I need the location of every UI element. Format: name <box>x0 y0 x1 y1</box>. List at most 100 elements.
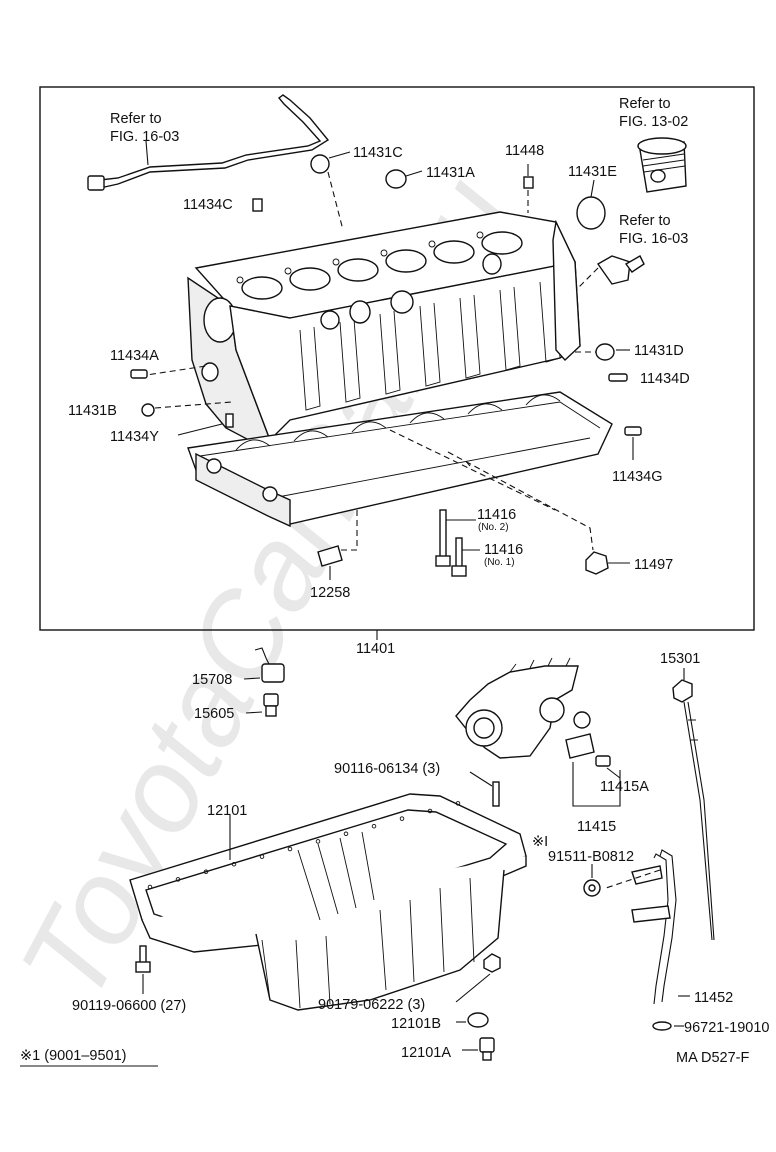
oil-pan <box>129 793 527 1011</box>
bolt-11416-no1[interactable] <box>451 537 480 577</box>
flange-hole <box>231 861 237 867</box>
dipstick-guide[interactable] <box>605 849 690 1031</box>
pin-11434C[interactable] <box>252 198 263 212</box>
label-11452[interactable]: 11452 <box>694 990 733 1006</box>
flange-hole <box>455 801 461 806</box>
ref-fig-13-02[interactable]: Refer to FIG. 13-02 <box>619 96 688 130</box>
svg-text:Refer to: Refer to <box>110 111 162 127</box>
piston <box>637 137 687 193</box>
main-bearing-cap <box>293 430 329 442</box>
label-11431D[interactable]: 11431D <box>634 343 684 359</box>
label-11416-no2[interactable]: 11416 <box>477 507 516 523</box>
pin-11434Y[interactable] <box>177 413 234 436</box>
block-rib <box>379 310 401 395</box>
label-15301[interactable]: 15301 <box>660 651 700 667</box>
flange-hole <box>287 846 293 852</box>
label-91511[interactable]: 91511-B0812 <box>548 849 634 865</box>
plug-11431A[interactable] <box>385 169 423 189</box>
oil-level-sensor[interactable] <box>243 647 285 717</box>
union-11415[interactable] <box>565 733 621 807</box>
label-no2: (No. 2) <box>478 522 509 533</box>
label-12101A[interactable]: 12101A <box>401 1045 451 1061</box>
label-11416-no1[interactable]: 11416 <box>484 542 523 558</box>
svg-text:FIG. 16-03: FIG. 16-03 <box>110 129 179 145</box>
label-11415[interactable]: 11415 <box>577 819 616 835</box>
label-11434Y[interactable]: 11434Y <box>110 429 159 445</box>
drain-plug-12101A[interactable] <box>462 1037 495 1061</box>
ref-fig-16-03-left[interactable]: Refer to FIG. 16-03 <box>110 111 179 145</box>
pin-11434G[interactable] <box>624 426 642 460</box>
pipe-12258[interactable] <box>317 545 343 580</box>
oil-pipe <box>87 94 330 191</box>
cylinder-bore <box>385 249 427 273</box>
label-12101[interactable]: 12101 <box>207 803 247 819</box>
ref-fig-16-03-right[interactable]: Refer to FIG. 16-03 <box>619 213 688 247</box>
label-11434G[interactable]: 11434G <box>612 469 663 485</box>
gasket-12101B[interactable] <box>456 1012 489 1028</box>
label-11415A[interactable]: 11415A <box>600 779 649 795</box>
plug-11431E[interactable] <box>576 179 606 230</box>
flange-hole <box>175 877 181 882</box>
flange-hole <box>399 816 405 821</box>
main-bearing-cap <box>351 421 387 433</box>
svg-text:Refer to: Refer to <box>619 213 671 229</box>
main-bearing-cap <box>525 394 561 406</box>
label-12258[interactable]: 12258 <box>310 585 350 601</box>
label-15605[interactable]: 15605 <box>194 706 234 722</box>
plug-11431D[interactable] <box>595 343 630 361</box>
bolt-91511[interactable] <box>583 864 601 897</box>
cylinder-bore <box>433 240 475 264</box>
label-11434D[interactable]: 11434D <box>640 371 690 387</box>
flange-hole <box>203 869 209 875</box>
cylinder-bore <box>241 276 283 300</box>
label-11434C[interactable]: 11434C <box>183 197 233 213</box>
label-11448[interactable]: 11448 <box>505 143 544 159</box>
flange-hole <box>427 808 433 814</box>
part-11448[interactable] <box>523 164 534 213</box>
footnote: ※1 (9001–9501) <box>20 1048 126 1064</box>
label-12101B[interactable]: 12101B <box>391 1016 441 1032</box>
label-11434A[interactable]: 11434A <box>110 348 159 364</box>
plug-11431C[interactable] <box>310 151 351 231</box>
main-bearing-cap <box>467 403 503 415</box>
part-labels: 11431C 11431A 11448 11431E 11434C 11434A… <box>20 143 769 1067</box>
nut-11497[interactable] <box>585 551 630 575</box>
bolt-90119[interactable] <box>135 945 151 994</box>
svg-text:FIG. 16-03: FIG. 16-03 <box>619 231 688 247</box>
pin-11434A[interactable] <box>130 369 148 379</box>
main-bearing-cap <box>235 439 271 451</box>
label-11431E[interactable]: 11431E <box>568 164 617 180</box>
label-no1: (No. 1) <box>484 557 515 568</box>
label-11497[interactable]: 11497 <box>634 557 673 573</box>
block-rib <box>339 318 361 403</box>
plug-11431B[interactable] <box>141 403 155 417</box>
main-bearing-cap <box>409 412 445 424</box>
label-90116[interactable]: 90116-06134 (3) <box>334 761 440 777</box>
cylinder-block <box>187 211 581 449</box>
drawing-code: MA D527-F <box>676 1050 749 1066</box>
cylinder-bore <box>337 258 379 282</box>
nut-90179[interactable] <box>455 953 501 1003</box>
block-rib <box>499 286 521 371</box>
cylinder-bore <box>289 267 331 291</box>
bolt-11416-no2[interactable] <box>435 509 476 567</box>
label-star1: ※I <box>532 834 548 850</box>
svg-text:Refer to: Refer to <box>619 96 671 112</box>
label-96721[interactable]: 96721-19010 <box>684 1020 769 1036</box>
label-15708[interactable]: 15708 <box>192 672 232 688</box>
label-11401[interactable]: 11401 <box>356 641 395 657</box>
pin-11434D[interactable] <box>608 373 628 382</box>
oil-filter-bracket <box>455 657 591 759</box>
label-11431B[interactable]: 11431B <box>68 403 117 419</box>
svg-text:FIG. 13-02: FIG. 13-02 <box>619 114 688 130</box>
label-90119[interactable]: 90119-06600 (27) <box>72 998 186 1014</box>
stud-90116[interactable] <box>469 771 500 807</box>
label-11431C[interactable]: 11431C <box>353 145 403 161</box>
label-11431A[interactable]: 11431A <box>426 165 475 181</box>
lower-crankcase <box>187 391 613 528</box>
label-90179[interactable]: 90179-06222 (3) <box>318 997 425 1013</box>
flange-hole <box>343 831 349 837</box>
cylinder-bore <box>481 231 523 255</box>
dipstick[interactable] <box>672 668 715 941</box>
